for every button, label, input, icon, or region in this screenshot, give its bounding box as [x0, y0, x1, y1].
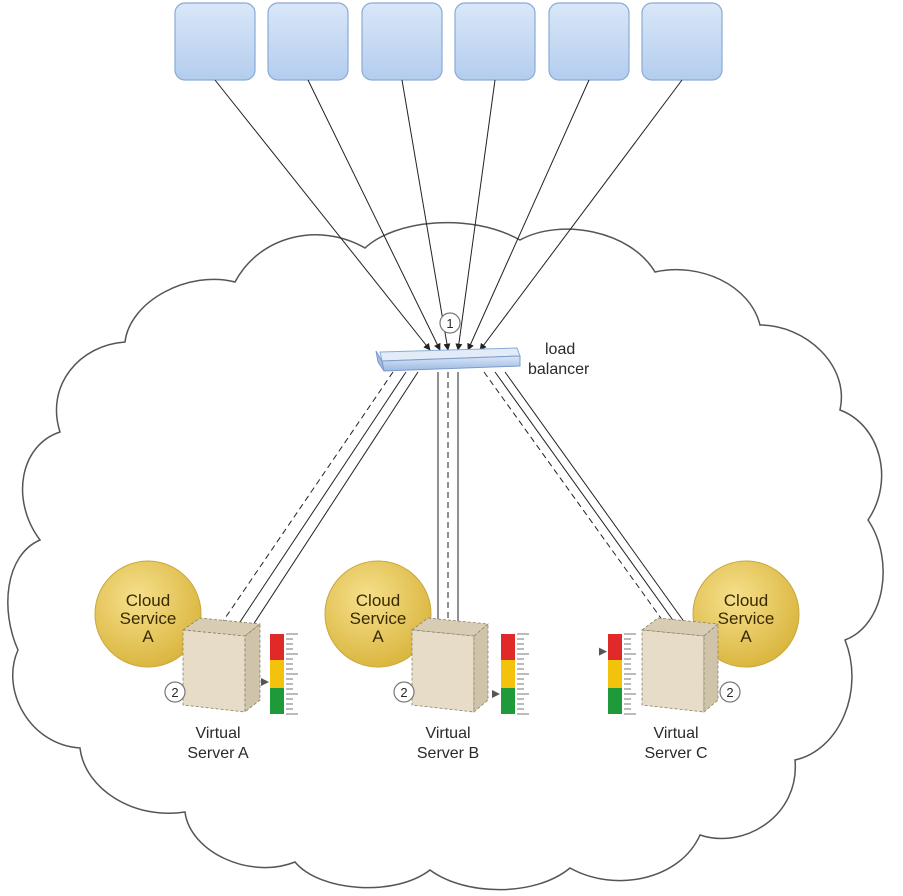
meter-yellow-segment — [608, 660, 622, 688]
svg-text:2: 2 — [726, 685, 733, 700]
usage-meter-a — [261, 633, 298, 715]
service-label-line2: Service — [350, 609, 407, 628]
consumer-box-3 — [361, 2, 443, 81]
svg-text:2: 2 — [171, 685, 178, 700]
server-b-icon — [410, 617, 489, 713]
meter-red-segment — [608, 634, 622, 660]
consumer-box-6 — [641, 2, 723, 81]
virtual-server-c-group: Cloud Service A 2 Virtual Server C — [599, 560, 800, 762]
step-1-marker: 1 — [439, 312, 461, 334]
cloud-boundary — [7, 221, 884, 891]
svg-text:1: 1 — [446, 316, 453, 331]
distribution-arrow-c-dashed — [483, 371, 669, 629]
meter-yellow-segment — [270, 660, 284, 688]
distribution-arrow-c-2 — [504, 371, 691, 631]
distribution-arrow-a-1 — [227, 371, 407, 641]
service-label-line3: A — [142, 627, 154, 646]
meter-green-segment — [608, 688, 622, 714]
consumers-row — [174, 2, 723, 81]
server-b-name-line2: Server B — [417, 745, 479, 762]
meter-scale-ticks — [624, 633, 636, 715]
request-arrow-4 — [455, 79, 496, 351]
server-a-name-line1: Virtual — [195, 725, 240, 742]
cloud-service-a-on-server-b — [324, 560, 432, 668]
meter-green-segment — [270, 688, 284, 714]
svg-text:2: 2 — [400, 685, 407, 700]
meter-yellow-segment — [501, 660, 515, 688]
usage-meter-c — [599, 633, 636, 715]
service-label-line3: A — [372, 627, 384, 646]
consumer-box-2 — [267, 2, 349, 81]
consumer-box-4 — [454, 2, 536, 81]
server-b-name-line1: Virtual — [425, 725, 470, 742]
server-c-name-line2: Server C — [644, 745, 707, 762]
virtual-server-a-group: Cloud Service A 2 Virtual Server A — [94, 560, 298, 762]
request-arrow-3 — [401, 79, 451, 351]
server-a-name-line2: Server A — [187, 745, 249, 762]
request-arrows — [214, 79, 683, 351]
distribution-arrow-a-2 — [237, 371, 419, 649]
virtual-server-b-group: Cloud Service A 2 Virtual Server B — [324, 560, 529, 762]
cloud-service-a-on-server-c — [692, 560, 800, 668]
meter-red-segment — [270, 634, 284, 660]
step-2-marker-a: 2 — [164, 681, 186, 703]
step-2-marker-b: 2 — [393, 681, 415, 703]
meter-level-indicator — [261, 678, 269, 686]
consumer-box-5 — [548, 2, 630, 81]
request-arrow-1 — [214, 79, 431, 351]
request-arrow-5 — [467, 79, 590, 351]
service-label-line1: Cloud — [126, 591, 170, 610]
service-label-line2: Service — [718, 609, 775, 628]
request-arrow-6 — [479, 79, 683, 351]
distribution-arrows — [216, 371, 691, 649]
request-arrow-2 — [307, 79, 441, 351]
service-label-line2: Service — [120, 609, 177, 628]
meter-level-indicator — [599, 647, 607, 656]
distribution-arrow-a-dashed — [216, 371, 394, 631]
distribution-arrow-c-1 — [494, 371, 681, 631]
meter-level-indicator — [492, 690, 500, 698]
load-balancer-label-line2: balancer — [528, 361, 590, 378]
load-balancer — [375, 347, 521, 372]
step-2-marker-c: 2 — [719, 681, 741, 703]
consumer-box-1 — [174, 2, 256, 81]
server-c-icon — [640, 617, 719, 713]
server-c-name-line1: Virtual — [653, 725, 698, 742]
usage-meter-b — [492, 633, 529, 715]
meter-green-segment — [501, 688, 515, 714]
load-balancer-side — [375, 350, 385, 372]
cloud-service-a-on-server-a — [94, 560, 202, 668]
meter-red-segment — [501, 634, 515, 660]
service-label-line3: A — [740, 627, 752, 646]
service-label-line1: Cloud — [356, 591, 400, 610]
load-balancer-label-line1: load — [545, 341, 575, 358]
meter-scale-ticks — [517, 633, 529, 715]
service-label-line1: Cloud — [724, 591, 768, 610]
meter-scale-ticks — [286, 633, 298, 715]
server-a-icon — [181, 617, 262, 713]
